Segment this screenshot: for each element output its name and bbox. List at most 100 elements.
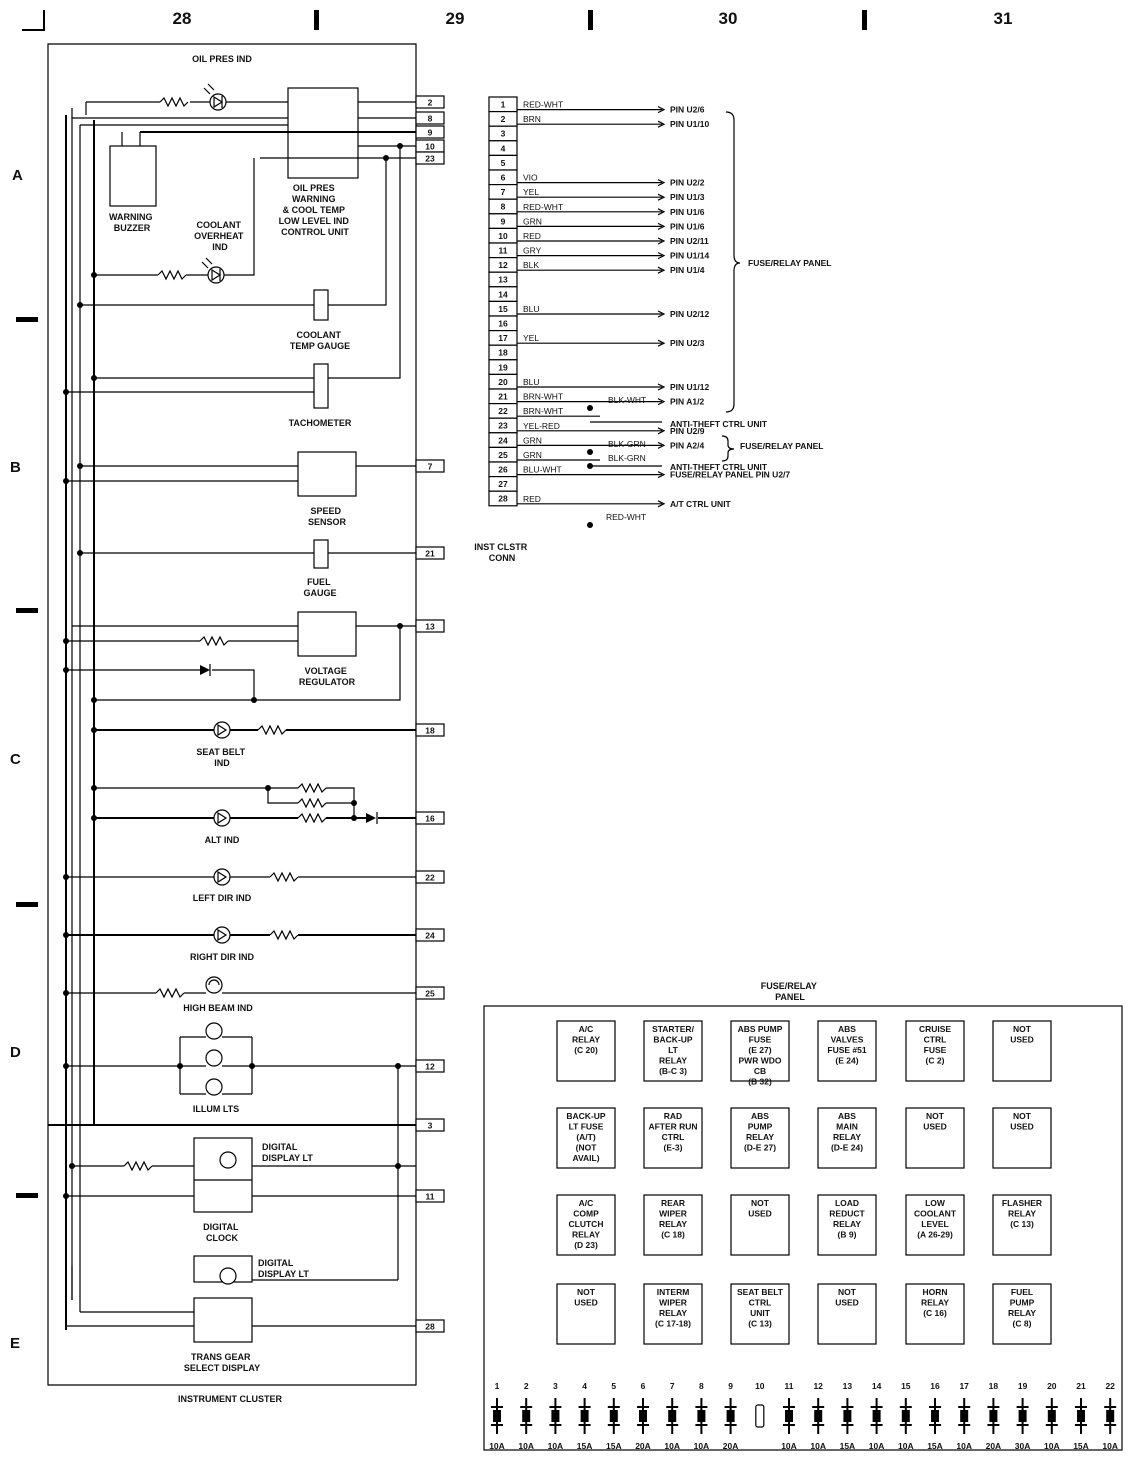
fuse-rating: 20A	[986, 1441, 1002, 1451]
brace	[725, 111, 741, 413]
fuse-number: 21	[1076, 1381, 1086, 1391]
digital-display-lt-label: DIGITAL DISPLAY LT	[262, 1142, 313, 1163]
fuse-rating: 10A	[548, 1441, 564, 1451]
connector-label: INST CLSTR CONN	[474, 542, 530, 563]
wire-arrow	[657, 237, 666, 245]
alt-ind-label: ALT IND	[205, 835, 240, 845]
fuse-rating: 15A	[606, 1441, 622, 1451]
wire-arrow	[657, 383, 666, 391]
cluster-pin-number: 10	[425, 142, 435, 152]
column-label: 29	[446, 9, 465, 28]
row-label: C	[10, 751, 21, 768]
illum-lts	[179, 1022, 253, 1096]
wire-destination: PIN U1/4	[670, 265, 705, 275]
connector-pin-number: 1	[501, 100, 506, 110]
fuse-number: 14	[872, 1381, 882, 1391]
fuse-rating: 10A	[898, 1441, 914, 1451]
oil-pres-ind-label: OIL PRES IND	[192, 54, 252, 64]
trans-gear-label: TRANS GEAR SELECT DISPLAY	[184, 1352, 260, 1373]
cluster-pin-number: 13	[425, 622, 435, 632]
fuse-number: 18	[989, 1381, 999, 1391]
connector-pin-number: 17	[498, 333, 508, 343]
relay-slot	[556, 1283, 616, 1345]
relay-slot	[817, 1194, 877, 1256]
wire-color-label: YEL	[523, 333, 539, 343]
cluster-pin-number: 2	[428, 98, 433, 108]
row-label: D	[10, 1044, 21, 1061]
resistor	[269, 871, 299, 883]
fuse-number: 10	[755, 1381, 765, 1391]
fuse-body	[931, 1410, 939, 1422]
splice-wire-label: BLK-GRN	[608, 453, 646, 463]
fuse-body	[493, 1410, 501, 1422]
fuel-gauge	[313, 539, 329, 569]
alt-ind	[213, 809, 231, 827]
relay-slot	[730, 1020, 790, 1082]
splice-dot	[587, 449, 593, 455]
splice-wire-label: RED-WHT	[606, 512, 646, 522]
cluster-pin-number: 24	[425, 931, 435, 941]
fuse-rating: 10A	[489, 1441, 505, 1451]
left-dir-ind-label: LEFT DIR IND	[193, 893, 252, 903]
fuse-relay-panel-dest: FUSE/RELAY PANEL	[748, 258, 831, 268]
wire-arrow	[657, 179, 666, 187]
coolant-temp-gauge	[313, 289, 329, 321]
connector-pin-number: 26	[498, 465, 508, 475]
corner-mark	[22, 10, 45, 31]
fuse-number: 16	[930, 1381, 940, 1391]
fuse-number: 4	[582, 1381, 587, 1391]
fuse-rating: 30A	[1015, 1441, 1031, 1451]
wire-arrow	[657, 252, 666, 260]
fuse-number: 7	[670, 1381, 675, 1391]
resistor	[199, 635, 229, 647]
splice-dot	[587, 405, 593, 411]
resistor	[159, 96, 189, 108]
fuse-rating: 15A	[927, 1441, 943, 1451]
right-dir-ind	[213, 926, 231, 944]
high-beam-lamp	[205, 976, 223, 994]
fuse-number: 1	[495, 1381, 500, 1391]
wire-arrow	[657, 266, 666, 274]
wire-arrow	[657, 471, 666, 479]
wire-destination: PIN U1/14	[670, 251, 709, 261]
fuse-number: 3	[553, 1381, 558, 1391]
fuse-body	[668, 1410, 677, 1422]
fuse-rating: 20A	[635, 1441, 651, 1451]
cluster-pin-number: 22	[425, 873, 435, 883]
fuse-rating: 10A	[869, 1441, 885, 1451]
fuse-rating: 15A	[840, 1441, 856, 1451]
fuse-body	[580, 1410, 589, 1422]
wire-destination: FUSE/RELAY PANEL PIN U2/7	[670, 470, 790, 480]
splice-dot	[587, 522, 593, 528]
anti-theft-dest: ANTI-THEFT CTRL UNIT	[670, 462, 768, 472]
cluster-pin-number: 16	[425, 814, 435, 824]
left-dir-ind	[213, 868, 231, 886]
cluster-pin-number: 23	[425, 154, 435, 164]
connector-pin-number: 15	[498, 304, 508, 314]
fuse-number: 19	[1018, 1381, 1028, 1391]
connector-pin-cell	[488, 490, 518, 507]
wire-destination: PIN U2/9	[670, 426, 705, 436]
fuse-rating: 10A	[781, 1441, 797, 1451]
fuse-number: 8	[699, 1381, 704, 1391]
relay-slot	[817, 1107, 877, 1169]
digital-display-lt-2-label: DIGITAL DISPLAY LT	[258, 1258, 309, 1279]
relay-slot	[643, 1194, 703, 1256]
fuse-body	[1106, 1410, 1115, 1422]
wire-color-label: BRN-WHT	[523, 392, 563, 402]
connector-pin-number: 7	[501, 187, 506, 197]
fuse-number: 22	[1105, 1381, 1115, 1391]
fuse-body	[960, 1410, 969, 1422]
wire-arrow	[657, 339, 666, 347]
